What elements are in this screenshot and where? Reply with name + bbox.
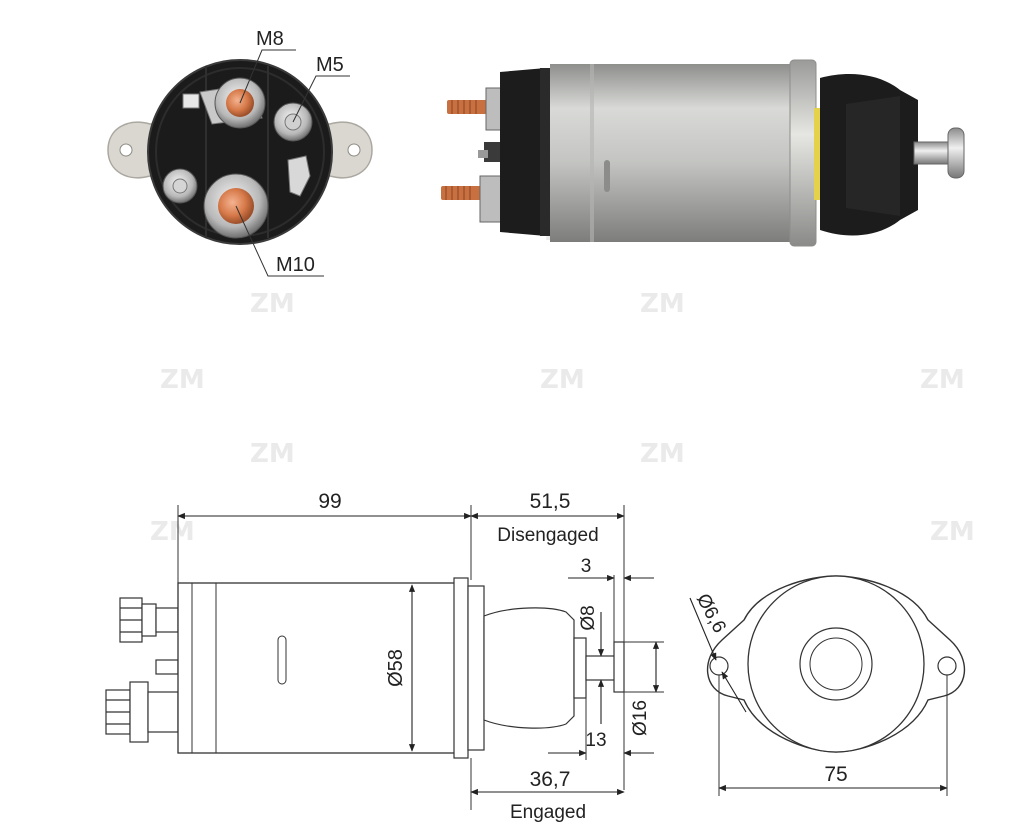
dim-disengaged-label: Disengaged [497, 525, 598, 546]
watermark-text: ZM [160, 365, 205, 395]
drawing-plunger-head [613, 641, 625, 693]
black-end-cap [500, 68, 546, 236]
flange-end-view: Ø6,6 75 [689, 575, 966, 796]
label-m5: M5 [316, 54, 344, 76]
dim-engaged-value: 36,7 [530, 768, 571, 791]
drawing-boot-outline [483, 607, 575, 729]
body-rim [789, 59, 817, 247]
flange-hole-left [119, 143, 133, 157]
side-technical-drawing: 99 51,5 Disengaged 3 Ø8 Ø16 13 Ø58 36,7 … [105, 490, 664, 823]
dim-hole-diameter: Ø6,6 [692, 590, 730, 636]
dim-head-diameter: Ø16 [630, 700, 651, 736]
dim-disengaged-value: 51,5 [530, 490, 571, 513]
terminal-end-photo: M8 M5 M10 [107, 28, 373, 277]
solenoid-body [550, 64, 800, 242]
end-view-hole-left [709, 656, 729, 676]
dim-shaft-diameter: Ø8 [578, 605, 599, 630]
lower-copper-stud [441, 186, 491, 200]
drawing-body-outline [177, 582, 459, 754]
dim-body-diameter: Ø58 [385, 649, 407, 687]
label-m10: M10 [276, 254, 315, 276]
flange-hole-right [347, 143, 361, 157]
dim-length: 99 [318, 490, 341, 513]
dim-flange-width: 75 [824, 763, 847, 786]
dim-engaged-label: Engaged [510, 802, 586, 823]
dim-plunger-travel: 3 [581, 556, 592, 577]
watermark-text: ZM [640, 289, 685, 319]
watermark-text: ZM [150, 517, 195, 547]
watermark-text: ZM [640, 439, 685, 469]
watermark-text: ZM [920, 365, 965, 395]
dim-head-length: 13 [585, 730, 606, 751]
watermark-text: ZM [250, 289, 295, 319]
drawing-plunger-shaft [585, 655, 617, 681]
side-view-photo [441, 59, 965, 247]
end-view-hole-right [937, 656, 957, 676]
watermark-text: ZM [250, 439, 295, 469]
plunger-shaft [913, 141, 953, 165]
watermark-text: ZM [540, 365, 585, 395]
label-m8: M8 [256, 28, 284, 50]
plunger-head [947, 127, 965, 179]
watermark-text: ZM [930, 517, 975, 547]
